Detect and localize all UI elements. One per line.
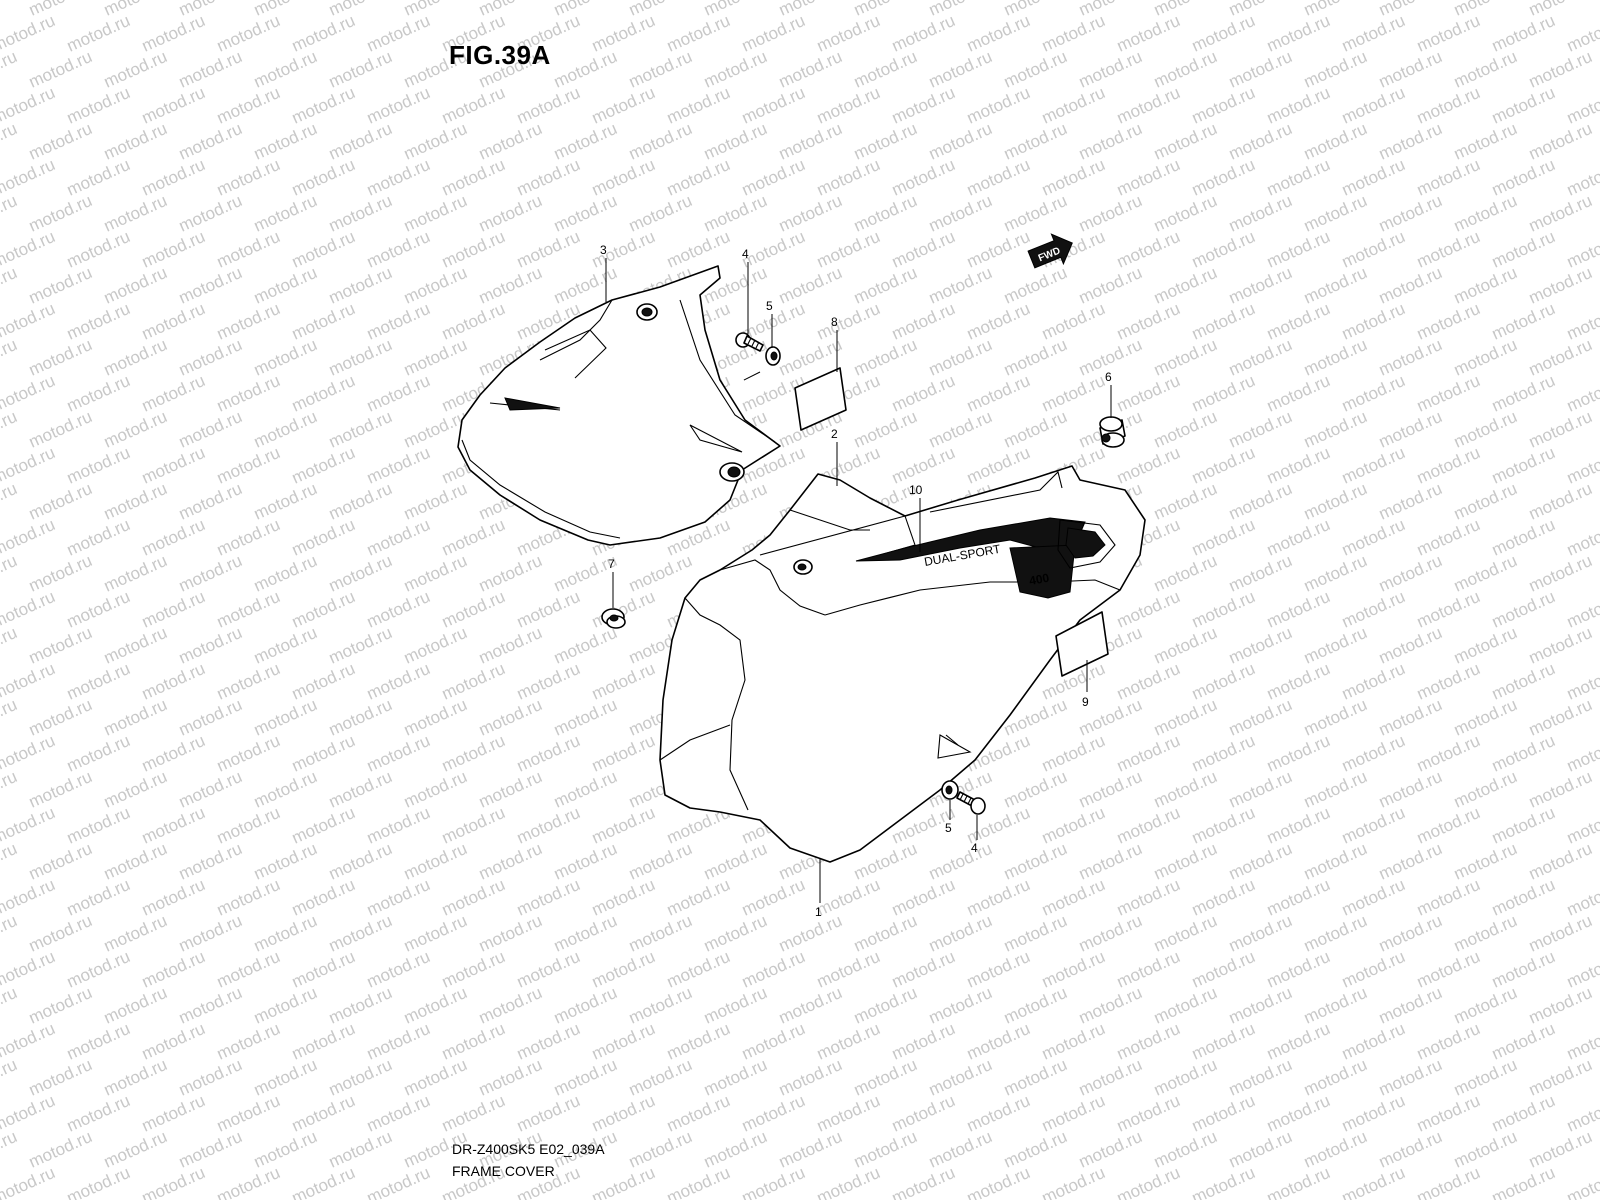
callout-part-2: 2 [831,427,838,441]
bolt-icon [735,332,764,352]
bolt-bottom-icon [956,791,986,815]
part-1-frame-cover: DUAL-SPORT 400 [659,465,1146,863]
callout-part-1: 1 [815,905,822,919]
callout-part-10: 10 [909,483,923,497]
decal-model-text: 400 [1028,571,1050,588]
grommet-icon [1099,416,1126,448]
grommet-small-icon [601,608,626,629]
model-code: DR-Z400SK5 E02_039A [452,1141,605,1157]
callout-part-4-top: 4 [742,247,749,261]
callout-part-8: 8 [831,315,838,329]
washer-icon [765,346,781,366]
callout-part-7: 7 [608,557,615,571]
section-name: FRAME COVER [452,1163,555,1179]
callout-part-6: 6 [1105,370,1112,384]
callout-part-3: 3 [600,243,607,257]
callout-part-5-bottom: 5 [945,821,952,835]
callout-part-5-top: 5 [766,299,773,313]
part-8-pad [794,367,847,431]
washer-bottom-icon [941,780,959,800]
figure-title: FIG.39A [449,40,551,70]
callout-part-9: 9 [1082,695,1089,709]
part-3-upper-cover [457,265,781,546]
fwd-arrow-icon: FWD [1027,233,1073,269]
part-9-pad [1055,611,1109,677]
callout-part-4-bottom: 4 [971,841,978,855]
